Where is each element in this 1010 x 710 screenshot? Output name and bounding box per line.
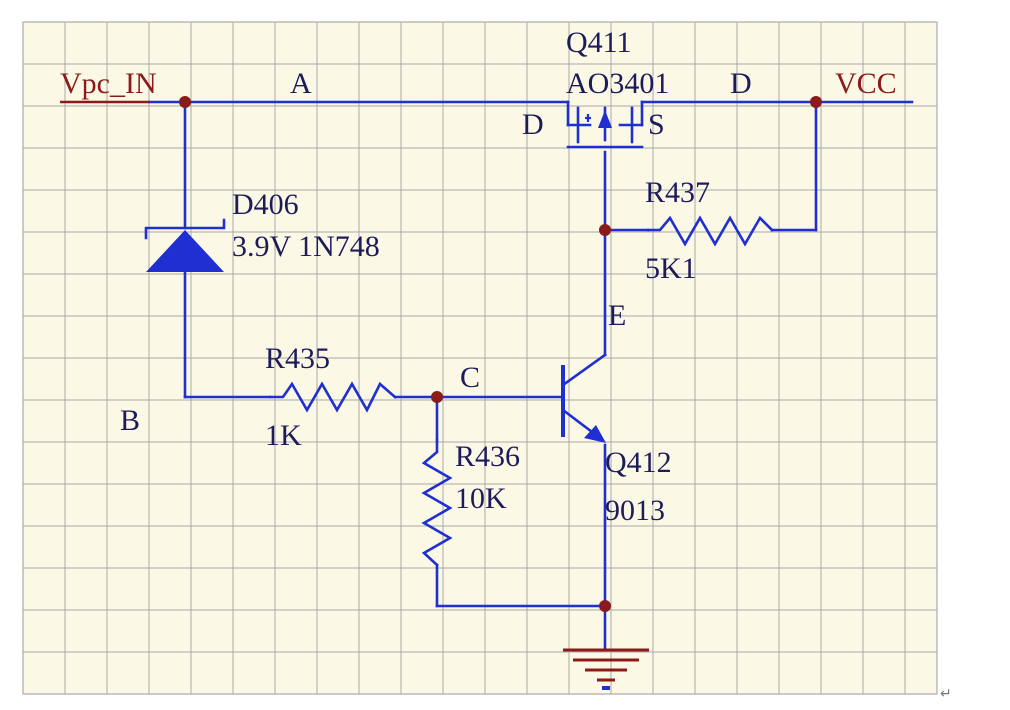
junction-vcc — [810, 96, 822, 108]
zener-bar — [144, 218, 226, 240]
junction-ground — [599, 600, 611, 612]
label-r435-ref: R435 — [265, 342, 330, 375]
label-node-b: B — [120, 404, 140, 437]
labels: Vpc_IN VCC A D B C E Q411 AO3401 D S D40… — [60, 26, 952, 702]
label-vcc: VCC — [835, 67, 897, 100]
label-r437-value: 5K1 — [645, 252, 697, 285]
junction-vpc-in — [179, 96, 191, 108]
label-node-c: C — [460, 361, 480, 394]
label-vpc-in: Vpc_IN — [60, 67, 157, 100]
label-r437-ref: R437 — [645, 176, 710, 209]
transistor-emitter-arrow — [584, 425, 606, 443]
label-q411-part: AO3401 — [566, 67, 669, 100]
label-mosfet-source: S — [648, 108, 665, 141]
ground-tick — [602, 686, 610, 690]
label-mosfet-drain: D — [522, 108, 544, 141]
mosfet-arrow — [598, 110, 612, 128]
junctions — [179, 96, 822, 612]
junction-gate — [599, 224, 611, 236]
grid-border — [22, 21, 938, 695]
transistor-collector — [561, 353, 607, 387]
resistor-r436 — [421, 438, 453, 567]
label-q411-ref: Q411 — [566, 26, 632, 59]
label-d406-value: 3.9V 1N748 — [232, 230, 380, 263]
wires — [60, 100, 914, 652]
label-node-e: E — [608, 299, 626, 332]
label-node-d: D — [730, 67, 752, 100]
grid-lines — [22, 21, 937, 695]
transistor-q412 — [561, 353, 607, 443]
label-q412-part: 9013 — [605, 494, 665, 527]
label-r436-ref: R436 — [455, 440, 520, 473]
label-node-a: A — [290, 67, 312, 100]
mosfet-q411 — [566, 100, 644, 149]
ground-symbol — [563, 648, 649, 690]
zener-d406 — [144, 218, 226, 272]
resistor-r437 — [646, 215, 774, 247]
label-d406-ref: D406 — [232, 188, 299, 221]
zener-triangle — [146, 230, 224, 272]
resistor-r435 — [268, 381, 397, 413]
label-r436-value: 10K — [455, 482, 507, 515]
label-r435-value: 1K — [265, 419, 302, 452]
paragraph-mark: ↵ — [940, 686, 952, 702]
junction-node-c — [431, 391, 443, 403]
label-q412-ref: Q412 — [605, 446, 672, 479]
